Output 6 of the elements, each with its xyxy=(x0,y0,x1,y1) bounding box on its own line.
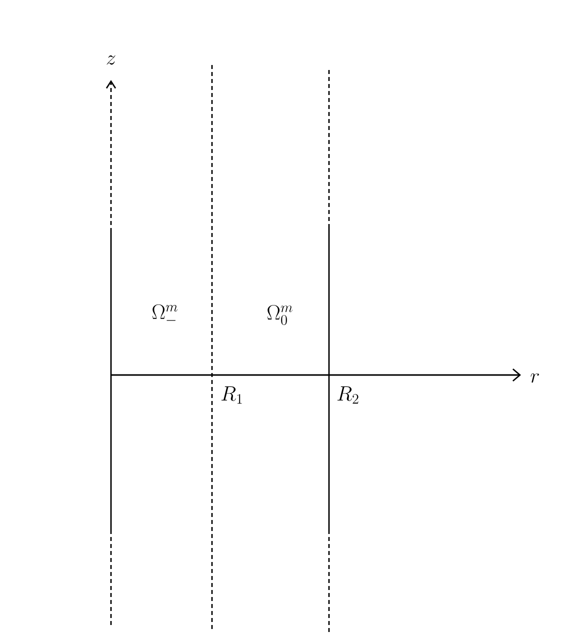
radius-label: $R_1$ xyxy=(221,386,242,404)
axis-label: $z$ xyxy=(106,55,116,65)
region-label: $\Omega^m_-$ xyxy=(152,304,178,321)
region-label: $\Omega^m_0$ xyxy=(267,305,292,325)
radius-label: $R_2$ xyxy=(337,386,358,404)
axis-label: $r$ xyxy=(530,373,539,383)
